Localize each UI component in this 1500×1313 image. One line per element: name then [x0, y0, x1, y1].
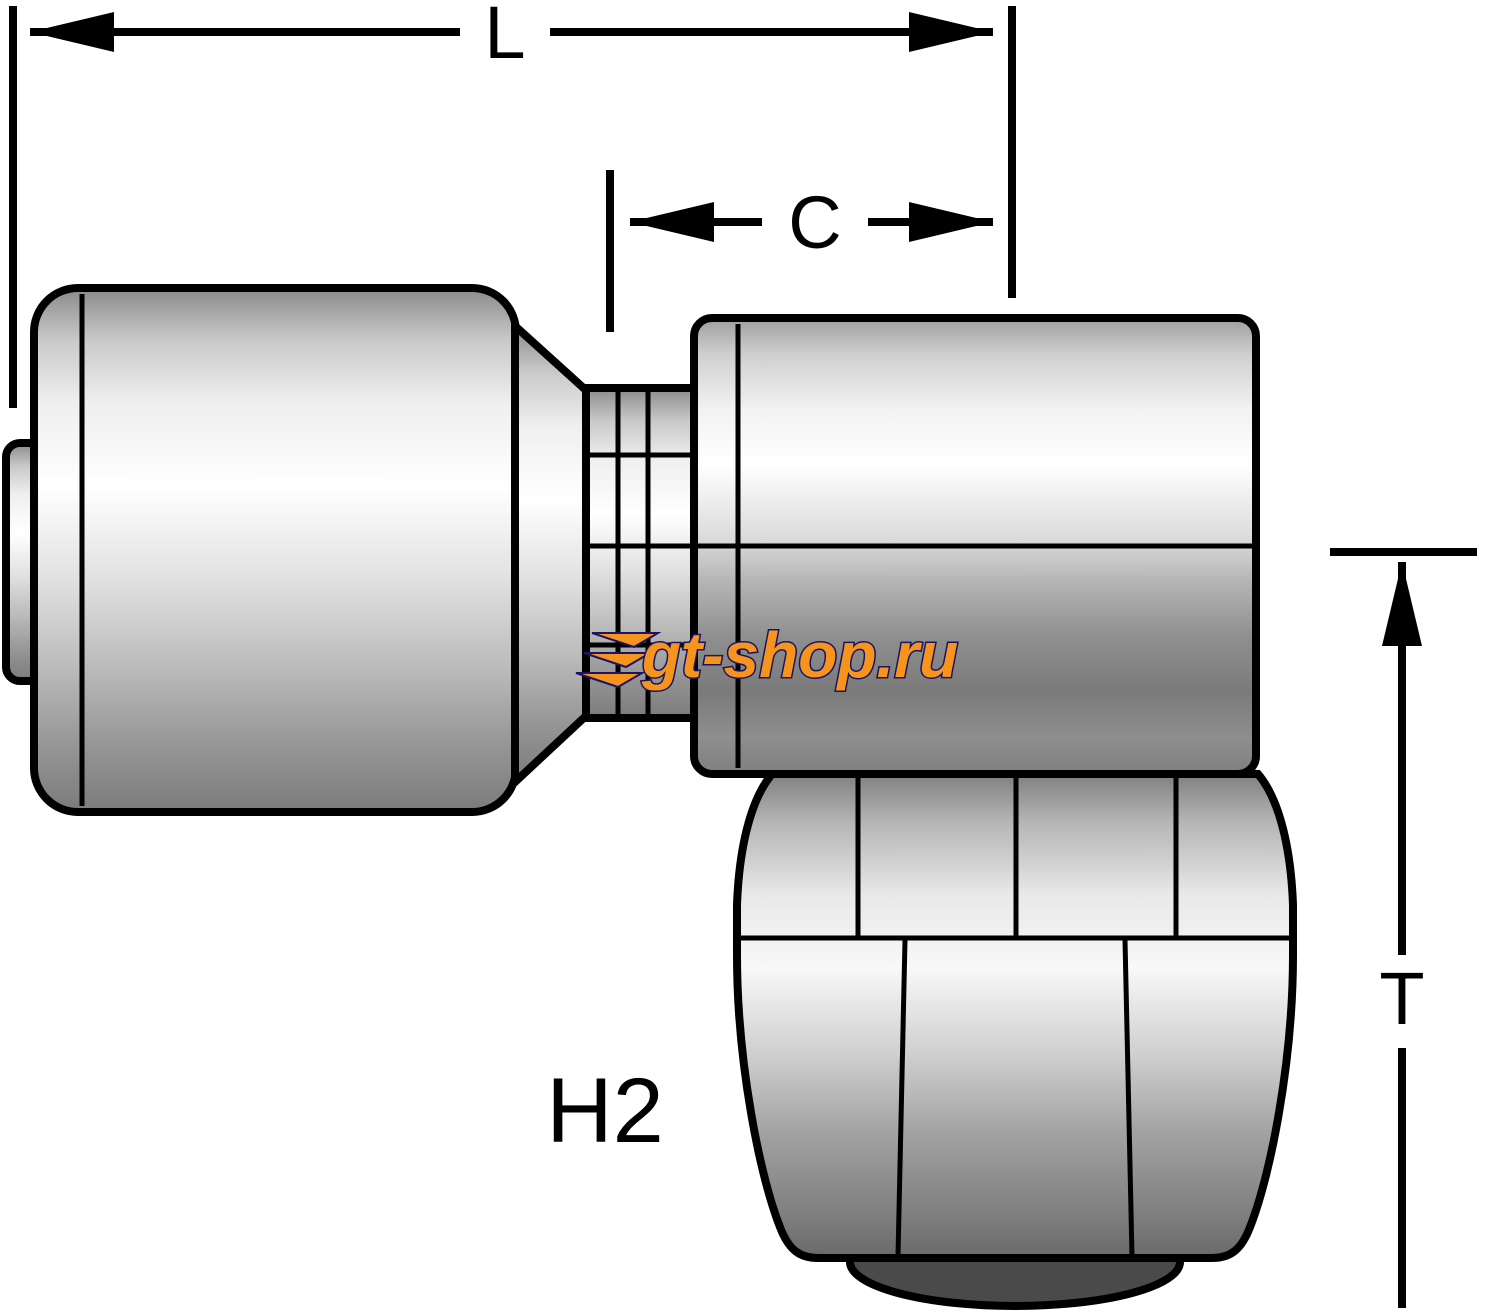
arrow-right-icon: [909, 202, 993, 242]
dimension-label-c: C: [788, 181, 841, 264]
nut-hex-facet: [895, 939, 908, 1257]
watermark-text: gt-shop.ru: [641, 619, 958, 691]
dimension-label-l: L: [484, 0, 525, 74]
dimension-c: C: [606, 170, 993, 332]
arrow-right-icon: [909, 12, 993, 52]
fitting-illustration: [2, 284, 1297, 1310]
watermark-wing-icon: [575, 632, 662, 689]
dimension-l: L: [9, 0, 1016, 408]
swivel-nut: [733, 770, 1297, 1262]
neck-taper: [511, 316, 592, 792]
nut-hex-facet: [1122, 939, 1135, 1257]
dimension-t: T: [1330, 548, 1477, 1308]
watermark: gt-shop.ru: [575, 618, 960, 693]
dimension-label-t: T: [1379, 957, 1424, 1040]
part-label: H2: [546, 1060, 664, 1162]
crimp-shell: [30, 284, 520, 816]
arrow-up-icon: [1382, 562, 1422, 646]
arrow-left-icon: [30, 12, 114, 52]
crimp-collar: [582, 384, 700, 722]
arrow-left-icon: [630, 202, 714, 242]
